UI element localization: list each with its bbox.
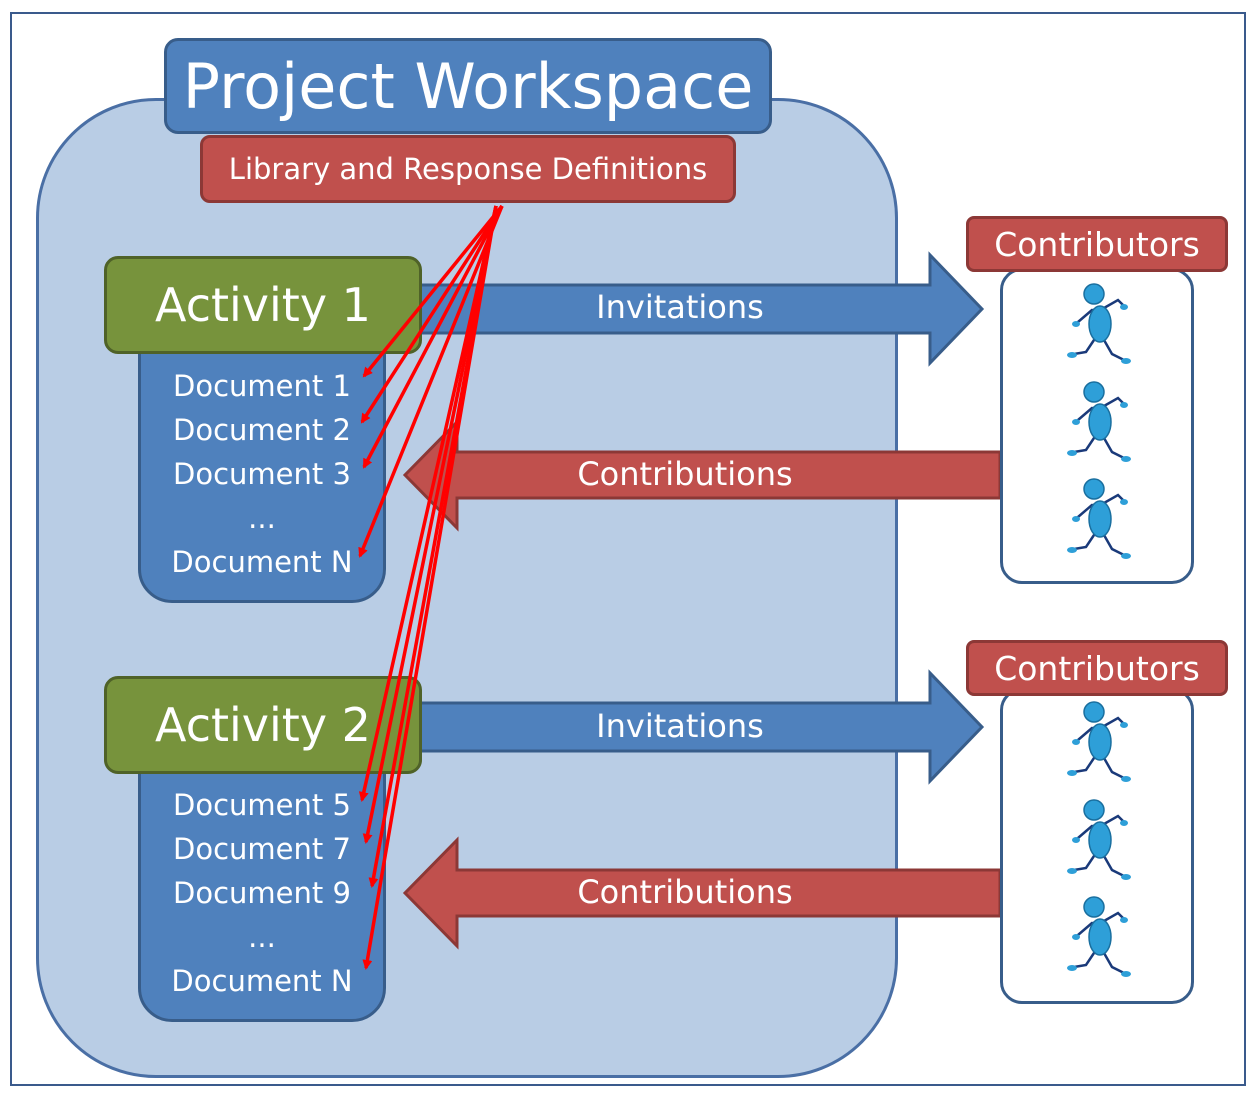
invitations-arrow-1 xyxy=(413,251,985,367)
contributions-arrow-2 xyxy=(402,836,1002,950)
activity-2-box[interactable]: Activity 2 xyxy=(104,676,422,774)
activity-1-box[interactable]: Activity 1 xyxy=(104,256,422,354)
running-person-icon xyxy=(1058,698,1138,788)
document-item[interactable]: Document 3 xyxy=(173,457,351,491)
documents-list-2: Document 5 Document 7 Document 9 ... Doc… xyxy=(138,764,386,1022)
reference-line xyxy=(362,205,498,970)
running-person-icon xyxy=(1058,280,1138,370)
reference-line xyxy=(358,205,504,558)
contributors-label-2: Contributors xyxy=(966,640,1228,696)
document-item[interactable]: Document 2 xyxy=(173,413,351,447)
document-item: ... xyxy=(248,920,276,954)
document-item[interactable]: Document N xyxy=(171,545,353,579)
document-item[interactable]: Document 1 xyxy=(173,369,351,403)
reference-line xyxy=(362,205,498,844)
invitations-label-2: Invitations xyxy=(596,707,764,745)
diagram-frame xyxy=(10,12,1246,1086)
running-person-icon xyxy=(1058,893,1138,983)
document-item[interactable]: Document 9 xyxy=(173,876,351,910)
document-item: ... xyxy=(248,501,276,535)
reference-line xyxy=(362,205,504,469)
project-workspace-title: Project Workspace xyxy=(164,38,772,134)
invitations-arrow-2 xyxy=(413,669,985,785)
running-person-icon xyxy=(1058,475,1138,565)
contributions-label-1: Contributions xyxy=(577,455,793,493)
contributions-label-2: Contributions xyxy=(577,873,793,911)
running-person-icon xyxy=(1058,796,1138,886)
invitations-label-1: Invitations xyxy=(596,288,764,326)
library-definitions-box: Library and Response Definitions xyxy=(200,135,736,203)
document-item[interactable]: Document 7 xyxy=(173,832,351,866)
reference-line xyxy=(360,205,504,424)
contributors-label-1: Contributors xyxy=(966,216,1228,272)
running-person-icon xyxy=(1058,378,1138,468)
reference-line xyxy=(358,205,498,802)
reference-line xyxy=(362,204,504,378)
document-item[interactable]: Document 5 xyxy=(173,788,351,822)
document-item[interactable]: Document N xyxy=(171,964,353,998)
